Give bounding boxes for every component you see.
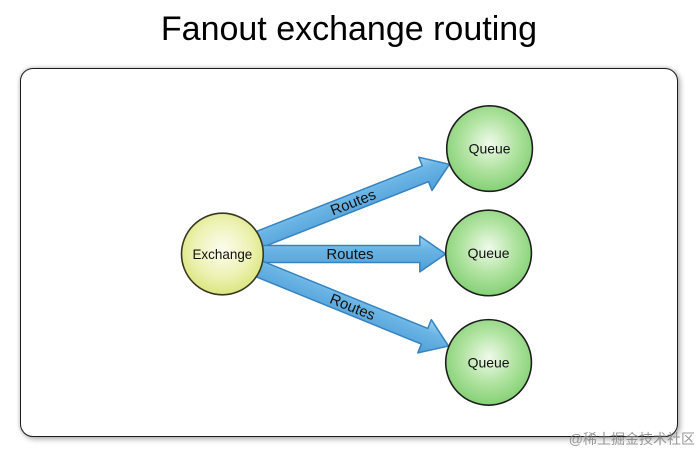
page-title: Fanout exchange routing — [160, 10, 538, 48]
route-arrow-middle-shape — [259, 235, 447, 273]
queue-node-2: Queue — [444, 209, 533, 297]
exchange-label: Exchange — [192, 247, 252, 262]
diagram-panel: Routes Routes Routes Exchange Queue Queu… — [20, 68, 678, 437]
queue-circle-2 — [444, 209, 533, 297]
queue-node-1: Queue — [445, 105, 534, 193]
route-arrow-bottom-shape — [253, 259, 450, 354]
route-arrow-top-shape — [253, 156, 451, 249]
fanout-diagram-svg: Routes Routes Routes Exchange Queue Queu… — [180, 105, 534, 406]
watermark: @稀土掘金技术社区 — [568, 431, 695, 447]
queue-label-1: Queue — [469, 141, 511, 157]
queue-circle-1 — [445, 105, 534, 193]
exchange-node: Exchange — [180, 212, 265, 296]
queue-circle-3 — [444, 318, 533, 406]
route-label-top: Routes — [328, 186, 378, 219]
exchange-circle — [180, 212, 265, 296]
route-arrow-middle: Routes — [259, 235, 447, 273]
queue-label-3: Queue — [468, 354, 510, 370]
route-label-middle: Routes — [326, 246, 373, 263]
route-label-bottom: Routes — [327, 291, 377, 325]
queue-node-3: Queue — [444, 318, 533, 406]
queue-label-2: Queue — [468, 245, 510, 261]
